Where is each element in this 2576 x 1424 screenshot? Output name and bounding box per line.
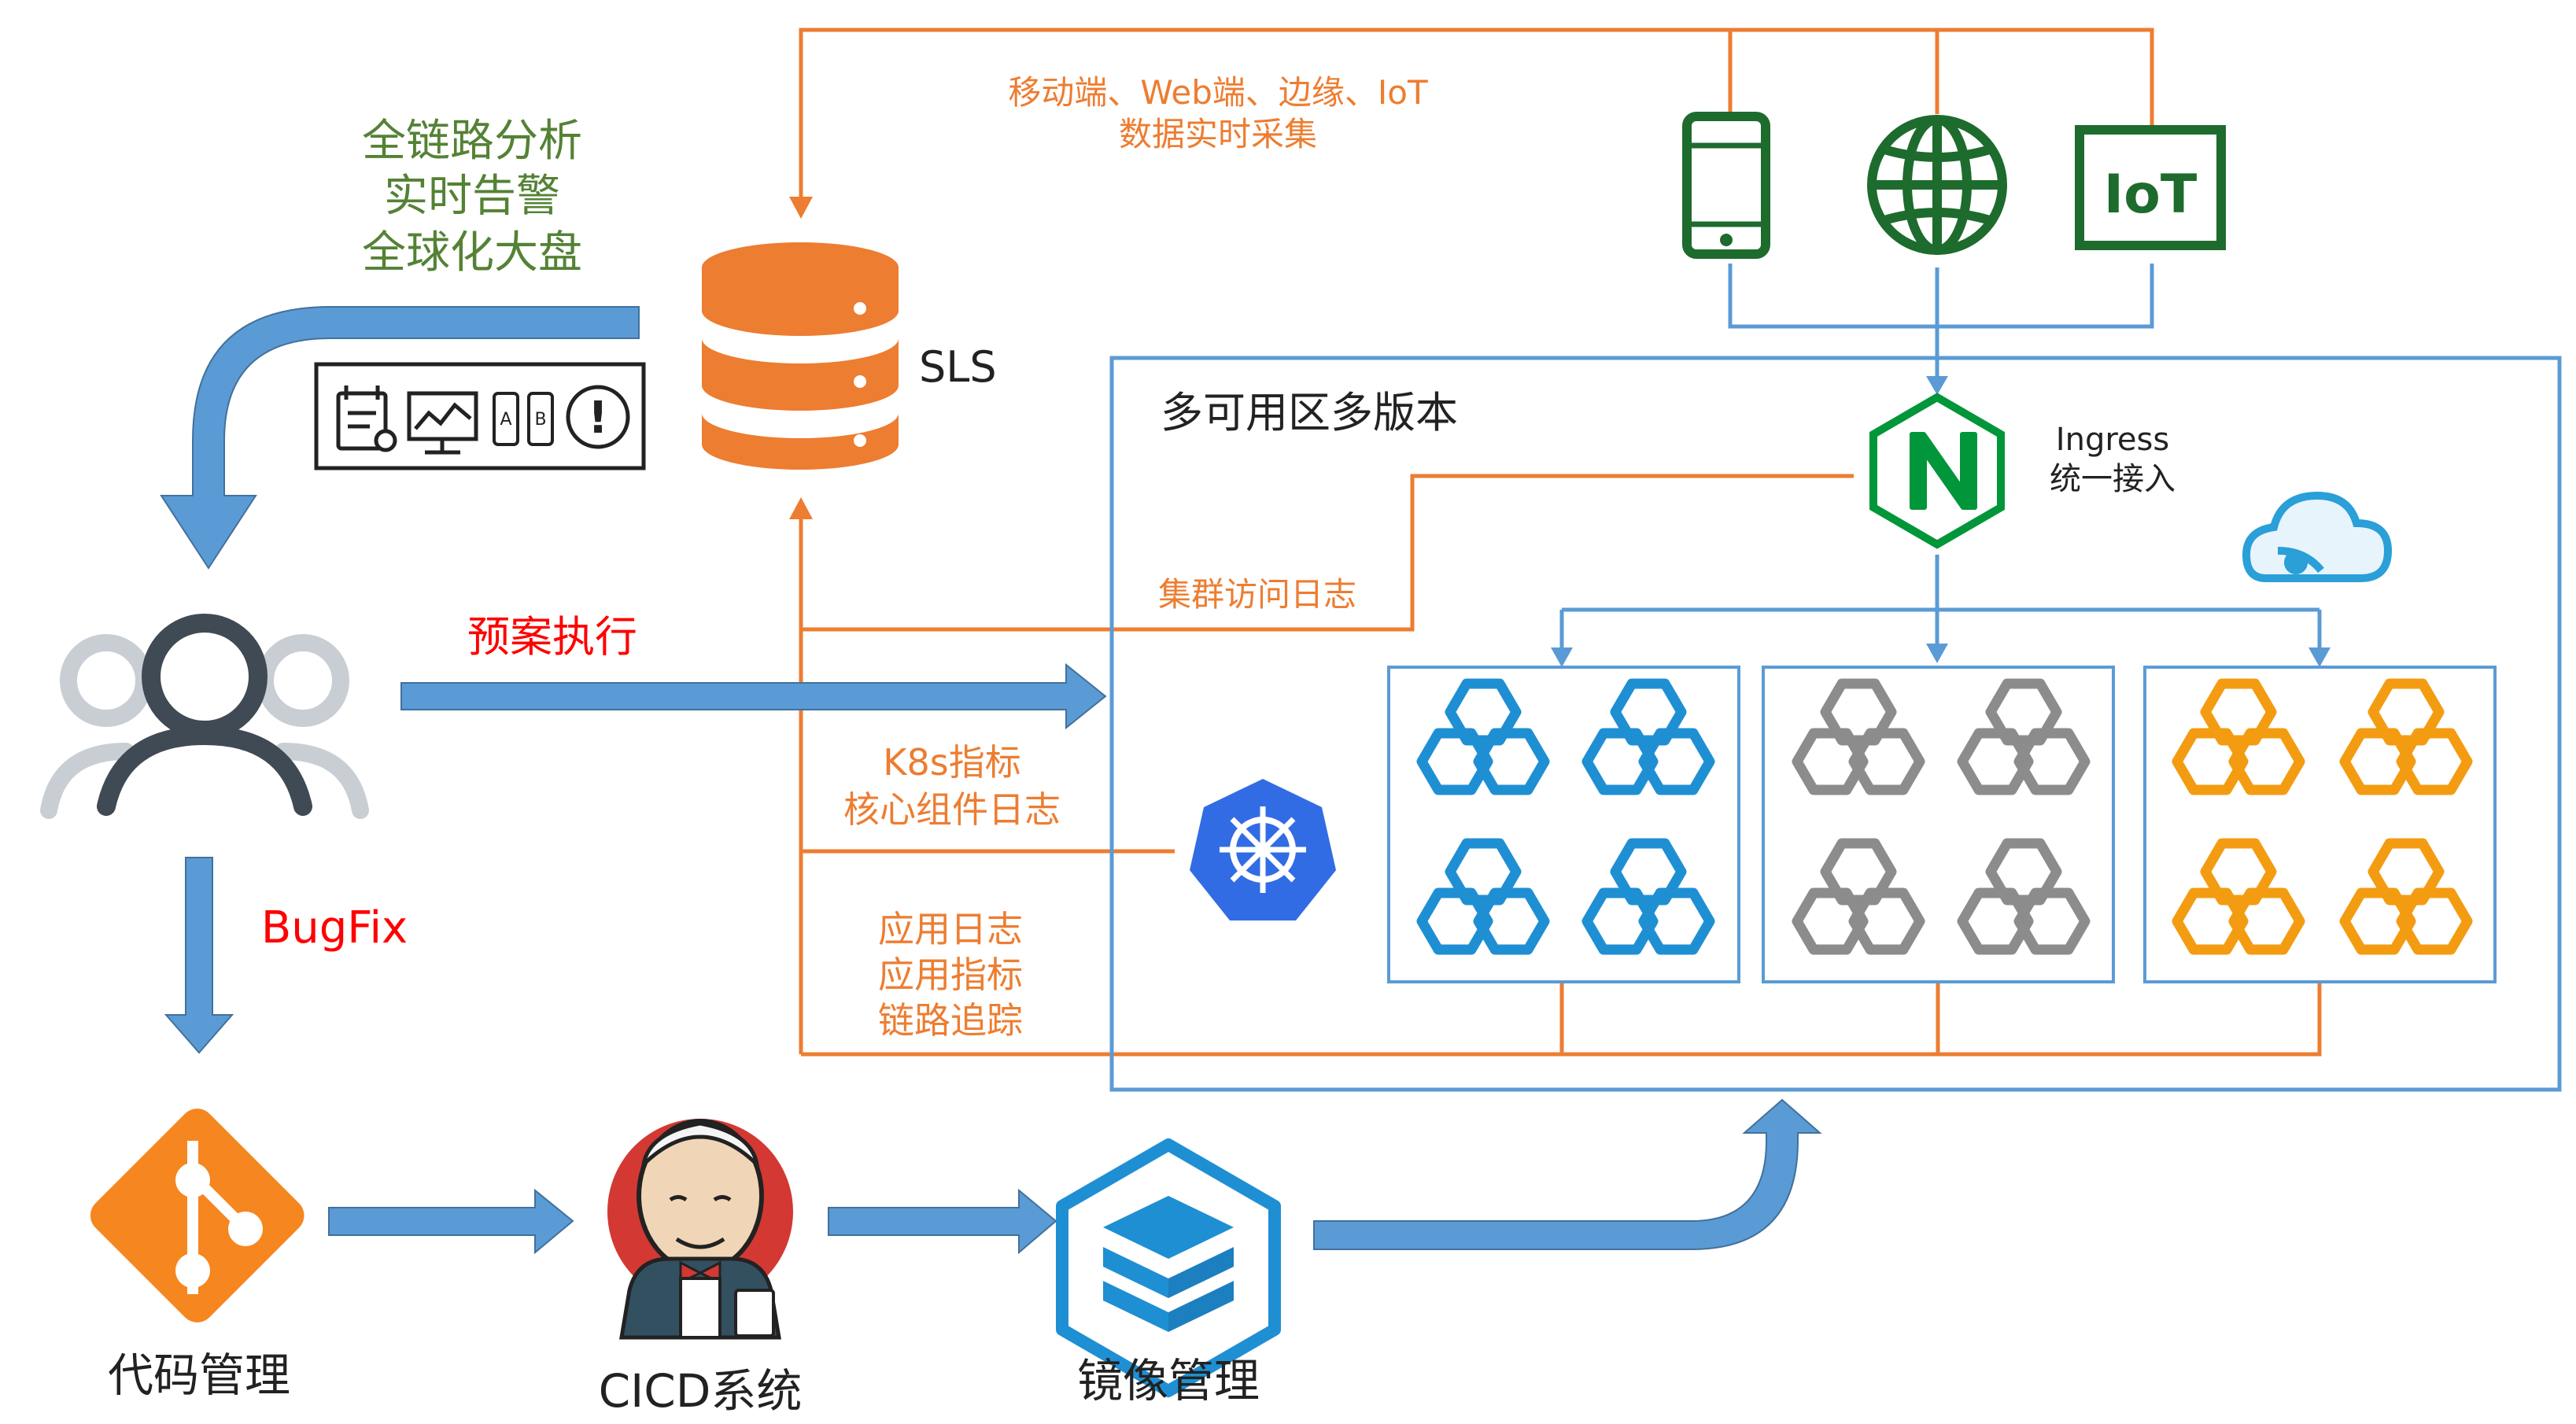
collect-line-1: 移动端、Web端、边缘、IoT — [1008, 73, 1428, 112]
iot-label: IoT — [2104, 164, 2198, 226]
kubernetes-icon — [1190, 779, 1336, 920]
ingress-line-1: Ingress — [2056, 422, 2169, 458]
cicd-label: CICD系统 — [599, 1364, 803, 1418]
mobile-icon — [1682, 112, 1770, 259]
cluster-log-label: 集群访问日志 — [1158, 575, 1356, 614]
analysis-line-1: 全链路分析 — [362, 116, 582, 167]
git-icon — [90, 1109, 304, 1323]
analysis-line-3: 全球化大盘 — [362, 227, 582, 279]
ab-test-icon: A B — [493, 392, 554, 446]
availability-zone-box — [1109, 356, 2562, 1092]
nginx-icon — [1869, 393, 2005, 549]
cluster-box-blue — [1387, 666, 1740, 983]
ingress-labels: Ingress 统一接入 — [2050, 422, 2176, 497]
collect-labels: 移动端、Web端、边缘、IoT 数据实时采集 — [1008, 73, 1428, 153]
bugfix-label: BugFix — [261, 902, 408, 954]
collect-line-2: 数据实时采集 — [1119, 115, 1317, 153]
orange-connectors — [799, 28, 2322, 1057]
zone-title: 多可用区多版本 — [1161, 388, 1458, 437]
alert-mark: ! — [588, 393, 608, 444]
database-icon — [702, 242, 899, 470]
dashboard-icon — [336, 386, 397, 452]
app-labels: 应用日志 应用指标 链路追踪 — [878, 908, 1023, 1042]
globe-icon — [1867, 115, 2007, 255]
jenkins-icon — [607, 1119, 793, 1340]
app-line-2: 应用指标 — [878, 954, 1023, 996]
image-label: 镜像管理 — [1077, 1354, 1260, 1407]
user-group-icon — [40, 614, 369, 819]
orange-arrowhead-bottom — [789, 497, 813, 519]
blue-connectors — [1559, 264, 2322, 649]
sls-label: SLS — [919, 342, 997, 392]
container-registry-icon — [1056, 1138, 1281, 1397]
iot-icon: IoT — [2075, 125, 2226, 250]
blue-arrowheads — [1551, 376, 2331, 667]
analysis-line-2: 实时告警 — [384, 171, 560, 222]
k8s-line-1: K8s指标 — [883, 741, 1020, 784]
plan-label: 预案执行 — [467, 612, 637, 662]
ab-test-a: A — [500, 410, 511, 430]
analysis-labels: 全链路分析 实时告警 全球化大盘 — [362, 116, 582, 279]
ingress-line-2: 统一接入 — [2050, 461, 2176, 497]
app-line-1: 应用日志 — [878, 908, 1023, 950]
code-label: 代码管理 — [108, 1348, 290, 1402]
monitor-icon — [407, 391, 478, 455]
alert-icon: ! — [566, 385, 630, 449]
app-line-3: 链路追踪 — [878, 999, 1023, 1042]
dashboard-panel: A B ! — [314, 362, 646, 470]
ab-test-b: B — [534, 410, 546, 430]
cloud-icon — [2242, 491, 2393, 582]
thick-flow-arrows — [160, 306, 1822, 1255]
orange-arrowhead-top — [789, 197, 813, 219]
k8s-line-2: 核心组件日志 — [843, 788, 1061, 831]
k8s-labels: K8s指标 核心组件日志 — [843, 741, 1061, 831]
